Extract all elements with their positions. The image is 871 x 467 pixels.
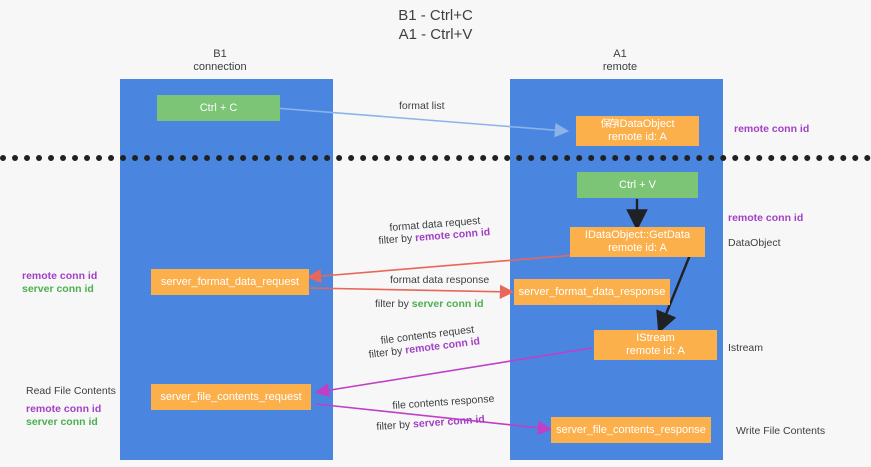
node-server-format-data-response[interactable]: server_format_data_response — [514, 279, 670, 305]
node-ctrl-c[interactable]: Ctrl + C — [157, 95, 280, 121]
section-divider — [0, 155, 871, 161]
side-label-read-file-contents: Read File Contents — [26, 385, 116, 397]
column-header-a1: A1 remote — [602, 48, 638, 73]
side-label-remote-conn-id-top: remote conn id — [734, 123, 810, 135]
filter-prefix: filter by — [368, 344, 406, 361]
edge-label-format-data-response-filter: filter by server conn id — [375, 298, 484, 311]
filter-prefix: filter by — [375, 298, 412, 310]
node-server-format-data-request-label: server_format_data_request — [160, 275, 300, 288]
filter-prefix: filter by — [376, 418, 414, 433]
node-idataobject-getdata[interactable]: IDataObject::GetData remote id: A — [570, 227, 705, 257]
edge-label-file-contents-response-filter: filter by server conn id — [376, 413, 485, 434]
filter-prefix: filter by — [378, 232, 416, 247]
column-header-b1: B1 connection — [193, 48, 247, 73]
node-idataobject-getdata-label: IDataObject::GetData remote id: A — [584, 229, 691, 254]
diagram-title: B1 - Ctrl+C A1 - Ctrl+V — [398, 7, 473, 43]
node-server-format-data-response-label: server_format_data_response — [518, 285, 666, 298]
node-server-format-data-request[interactable]: server_format_data_request — [151, 269, 309, 295]
node-server-file-contents-request[interactable]: server_file_contents_request — [151, 384, 311, 410]
side-label-remote-conn-id-mid: remote conn id — [728, 212, 804, 224]
side-label-remote-conn-id-left-bottom: remote conn id — [26, 403, 102, 415]
node-istream-remote[interactable]: IStream remote id: A — [594, 330, 717, 360]
node-istream-remote-label: IStream remote id: A — [626, 332, 685, 357]
edge-label-file-contents-response: file contents response — [392, 392, 495, 412]
side-label-dataobject: DataObject — [728, 237, 781, 249]
overlap-prefix-glyphs: 保存 — [600, 119, 618, 130]
filter-key-server-conn-id: server conn id — [412, 413, 486, 431]
filter-key-server-conn-id: server conn id — [411, 298, 484, 310]
node-ctrl-v-label: Ctrl + V — [619, 178, 656, 191]
node-ctrl-c-label: Ctrl + C — [199, 101, 238, 114]
node-server-file-contents-request-label: server_file_contents_request — [160, 390, 302, 403]
node-server-file-contents-response-label: server_file_contents_response — [556, 423, 706, 436]
side-label-istream: Istream — [728, 342, 764, 354]
node-server-file-contents-response[interactable]: server_file_contents_response — [551, 417, 711, 443]
side-label-write-file-contents: Write File Contents — [736, 425, 826, 437]
side-label-remote-conn-id-left-mid: remote conn id — [22, 270, 98, 282]
side-label-server-conn-id-left-mid: server conn id — [22, 283, 94, 295]
node-ctrl-v[interactable]: Ctrl + V — [577, 172, 698, 198]
side-label-server-conn-id-left-bottom: server conn id — [26, 416, 98, 428]
edge-label-format-data-response: format data response — [390, 274, 490, 286]
edge-label-format-list: format list — [399, 100, 445, 112]
